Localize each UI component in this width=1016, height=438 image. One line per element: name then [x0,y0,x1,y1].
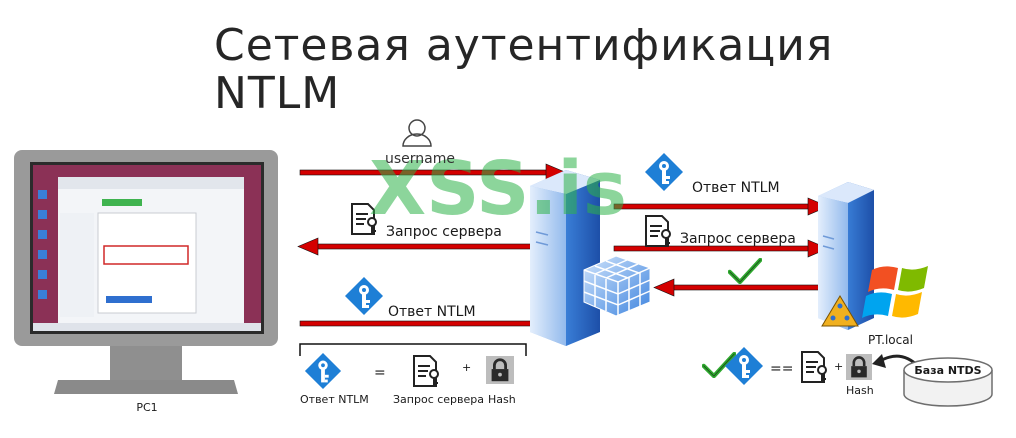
client-label: PC1 [136,401,157,414]
document-key-icon [645,215,671,247]
database-icon [903,357,993,407]
diamond-key-icon [345,277,383,315]
message-challenge-right: Запрос сервера [680,231,796,247]
server-label: PT.local [868,333,913,347]
cube-icon [583,255,651,317]
arrow-response-right [613,197,829,216]
server-icon [530,170,600,346]
watermark-text: XSS.is [369,146,627,232]
windows-logo-icon [862,266,928,318]
arrow-challenge-left [297,237,557,256]
double-equals-sign: == [770,361,793,377]
plus-sign: + [462,361,471,374]
monitor-icon [14,150,278,394]
plus-sign: + [834,360,843,373]
message-challenge-left: Запрос сервера [386,224,502,240]
document-key-icon [801,351,827,383]
diamond-key-icon [645,153,683,191]
title-line-1: Сетевая аутентификация [214,20,834,71]
database-label: База NTDS [914,364,981,377]
message-username: username [385,151,455,167]
title-line-2: NTLM [214,68,341,119]
user-icon [402,119,432,147]
lock-icon [486,356,514,384]
formula-item-hash: Hash [488,393,516,406]
formula-bracket [299,343,527,356]
formula-right-hash: Hash [846,384,874,397]
active-directory-icon [821,295,859,327]
message-response-right: Ответ NTLM [692,180,780,196]
lock-icon [846,354,872,380]
equals-sign: = [374,365,386,381]
check-icon [730,260,761,282]
page-title: Сетевая аутентификация NTLM [214,22,833,118]
formula-item-challenge: Запрос сервера [393,393,485,406]
formula-item-response: Ответ NTLM [300,393,369,406]
diamond-key-icon [725,347,763,385]
diamond-key-icon [304,352,342,390]
message-response-left: Ответ NTLM [388,304,476,320]
server-icon [818,182,874,330]
document-key-icon [413,355,439,387]
